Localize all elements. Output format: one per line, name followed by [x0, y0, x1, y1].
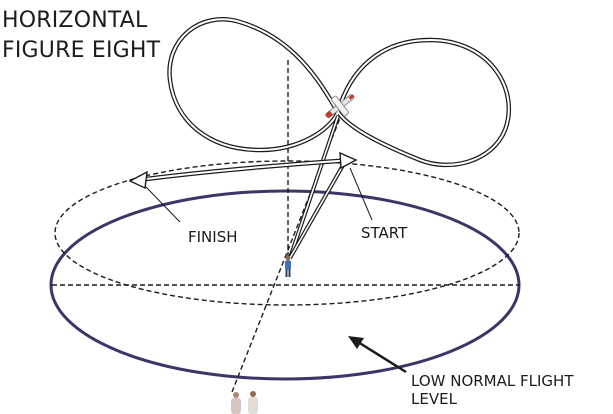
flight-level-line-2: LEVEL [411, 390, 457, 408]
pilot-to-plane-lines [288, 115, 348, 259]
start-leader-line [349, 167, 373, 221]
spectators-icon [231, 391, 258, 414]
figure-eight-path [167, 17, 512, 168]
finish-leader-line [144, 185, 181, 223]
finish-label: FINISH [188, 228, 238, 246]
airplane-icon [325, 94, 355, 119]
pilot-figure-icon [285, 255, 291, 277]
diagram-title: HORIZONTAL FIGURE EIGHT [2, 6, 160, 66]
title-line-2: FIGURE EIGHT [2, 38, 161, 63]
exit-path-arrow [128, 151, 358, 190]
level-arrow [348, 336, 407, 374]
diagonal-dashed-line [231, 117, 341, 393]
dashed-flight-ellipse [54, 160, 520, 306]
title-line-1: HORIZONTAL [2, 8, 148, 33]
start-label: START [361, 224, 408, 242]
flight-level-label: LOW NORMAL FLIGHT LEVEL [411, 372, 573, 408]
flight-level-line-1: LOW NORMAL FLIGHT [411, 372, 574, 390]
